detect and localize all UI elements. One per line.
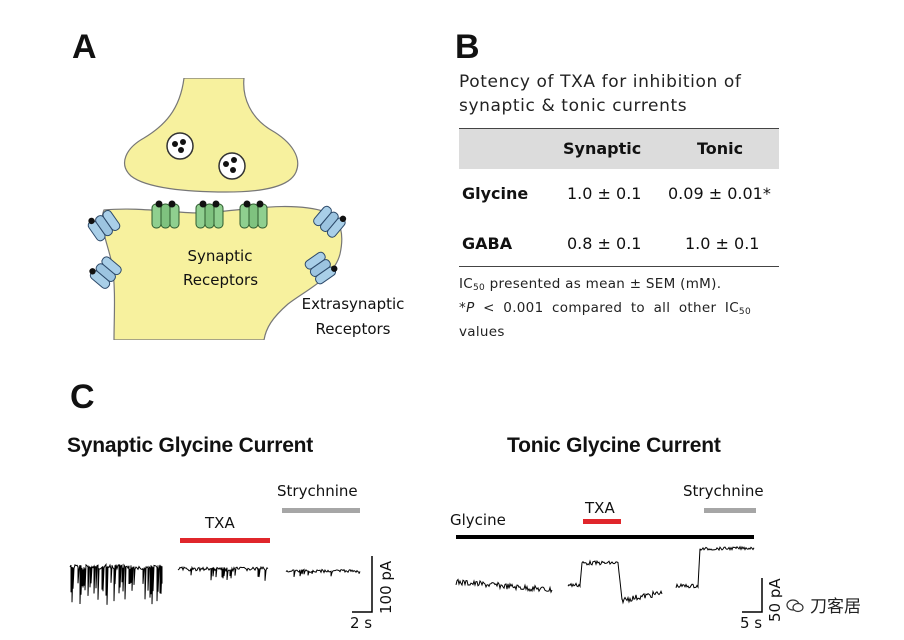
fn-ic-sub: 50	[473, 283, 486, 293]
cell-glycine-tonic: 0.09 ± 0.01*	[668, 184, 771, 203]
fn-line2-rest: < 0.001 compared to all other IC	[474, 300, 739, 316]
col-header-tonic: Tonic	[697, 139, 744, 158]
synaptic-label-line2: Receptors	[183, 271, 259, 289]
right-scale-bar	[742, 578, 763, 613]
caption-line1: Potency of TXA for inhibition of	[459, 72, 742, 92]
synaptic-receptors-label: Synaptic Receptors	[183, 244, 259, 292]
footnote-line3: values	[459, 324, 505, 340]
extrasynaptic-label-line1: Extrasynaptic	[301, 295, 405, 313]
table-caption: Potency of TXA for inhibition of synapti…	[459, 70, 789, 118]
vesicle	[218, 152, 246, 180]
presynaptic-terminal	[124, 78, 299, 193]
table-bottom-rule	[459, 266, 779, 267]
left-strychnine-bar	[282, 508, 360, 513]
right-strychnine-label: Strychnine	[683, 482, 764, 500]
extrasynaptic-receptor	[313, 205, 347, 238]
right-txa-bar	[583, 519, 621, 524]
cell-gaba-synaptic: 0.8 ± 0.1	[567, 234, 642, 253]
table-header-row	[459, 128, 779, 169]
trace-synaptic-strychnine	[285, 568, 361, 577]
extrasynaptic-receptor	[304, 251, 338, 285]
wechat-icon	[786, 598, 804, 612]
trace-synaptic-control	[69, 563, 163, 605]
synaptic-receptor	[195, 200, 224, 229]
right-scale-x-label: 5 s	[740, 614, 763, 632]
fn-asterisk: *	[459, 300, 467, 316]
left-scale-x-label: 2 s	[350, 614, 373, 632]
panel-a-letter: A	[72, 28, 97, 66]
table-footnote: IC50 presented as mean ± SEM (mM). *P < …	[459, 274, 789, 342]
trace-tonic-txa	[567, 559, 663, 605]
left-strychnine-label: Strychnine	[277, 482, 358, 500]
extrasynaptic-receptors-label: Extrasynaptic Receptors	[294, 292, 412, 342]
cell-glycine-synaptic: 1.0 ± 0.1	[567, 184, 642, 203]
left-scale-y-label: 100 pA	[377, 560, 395, 614]
left-scale-bar	[352, 556, 373, 613]
left-txa-label: TXA	[205, 514, 235, 532]
right-glycine-bar	[456, 535, 754, 539]
row-label-gaba: GABA	[462, 234, 513, 253]
synaptic-receptor	[151, 200, 180, 229]
extrasynaptic-receptor	[89, 256, 122, 289]
synaptic-glycine-title: Synaptic Glycine Current	[67, 434, 314, 457]
trace-tonic-strychnine	[675, 545, 755, 589]
left-txa-bar	[180, 538, 270, 543]
trace-synaptic-txa	[177, 565, 269, 581]
watermark: 刀客居	[782, 590, 865, 619]
trace-tonic-glycine	[455, 578, 553, 594]
synaptic-label-line1: Synaptic	[187, 247, 253, 265]
fn-p: P	[466, 300, 475, 316]
panel-b-letter: B	[455, 28, 480, 66]
fn-line1-rest: presented as mean ± SEM (mM).	[485, 276, 722, 292]
right-strychnine-bar	[704, 508, 756, 513]
tonic-glycine-title: Tonic Glycine Current	[507, 434, 721, 457]
col-header-synaptic: Synaptic	[563, 139, 642, 158]
watermark-text: 刀客居	[810, 597, 861, 617]
fn-ic: IC	[459, 276, 474, 292]
extrasynaptic-receptor	[87, 209, 121, 242]
caption-line2: synaptic & tonic currents	[459, 96, 688, 116]
vesicle	[166, 132, 194, 160]
extrasynaptic-label-line2: Receptors	[315, 320, 391, 338]
footnote-line2: *P < 0.001 compared to all other IC50	[459, 298, 789, 322]
right-txa-label: TXA	[585, 499, 615, 517]
panel-c-letter: C	[70, 378, 95, 416]
right-glycine-label: Glycine	[450, 511, 506, 529]
footnote-line1: IC50 presented as mean ± SEM (mM).	[459, 274, 789, 298]
synaptic-receptor	[239, 200, 268, 229]
fn-line2-sub: 50	[738, 307, 751, 317]
synapse-diagram	[87, 78, 347, 340]
row-label-glycine: Glycine	[462, 184, 529, 203]
cell-gaba-tonic: 1.0 ± 0.1	[685, 234, 760, 253]
